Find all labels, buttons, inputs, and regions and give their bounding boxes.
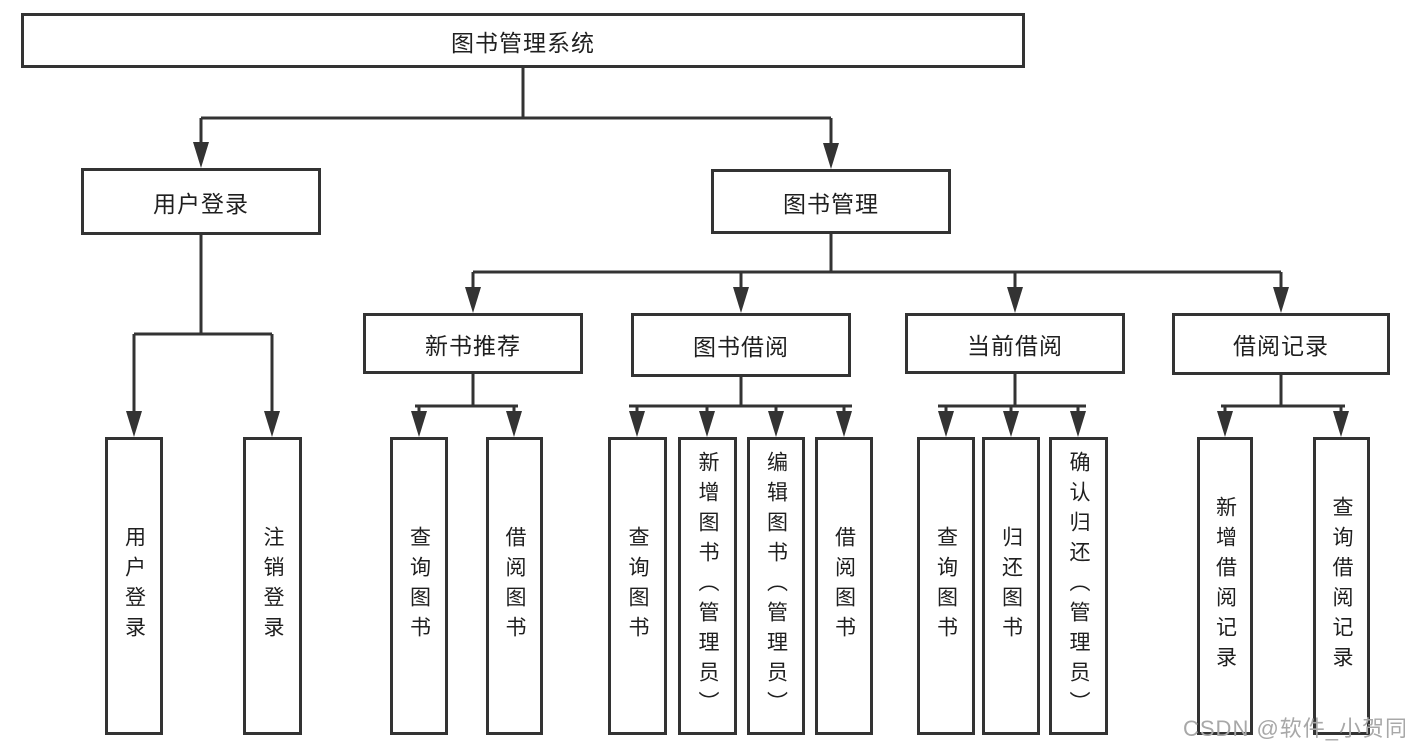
- connector-book-management: [471, 234, 1283, 289]
- arrowhead: [264, 411, 280, 437]
- connector-current-borrowing: [938, 374, 1086, 413]
- arrowhead: [836, 411, 852, 437]
- arrowhead: [938, 411, 954, 437]
- leaf-query-books-recommend: 查询图书: [390, 437, 448, 735]
- arrowhead: [126, 411, 142, 437]
- node-new-book-recommend: 新书推荐: [363, 313, 583, 374]
- connector-user-login: [132, 235, 274, 413]
- leaf-user-login: 用户登录: [105, 437, 163, 735]
- arrowhead: [1333, 411, 1349, 437]
- leaf-logout-login: 注销登录: [243, 437, 302, 735]
- arrowhead: [1007, 287, 1023, 313]
- leaf-confirm-return-admin: 确认归还（管理员）: [1049, 437, 1108, 735]
- arrowhead: [733, 287, 749, 313]
- arrowhead: [823, 143, 839, 169]
- arrowhead: [1070, 411, 1086, 437]
- node-book-borrowing: 图书借阅: [631, 313, 851, 377]
- leaf-borrow-books-recommend: 借阅图书: [486, 437, 543, 735]
- arrowhead: [699, 411, 715, 437]
- arrowhead: [411, 411, 427, 437]
- node-current-borrowing: 当前借阅: [905, 313, 1125, 374]
- csdn-watermark: CSDN @软件_小贺同学: [1183, 716, 1405, 741]
- arrowhead: [506, 411, 522, 437]
- node-borrowing-records: 借阅记录: [1172, 313, 1390, 375]
- arrowhead: [465, 287, 481, 313]
- node-user-login: 用户登录: [81, 168, 321, 235]
- connector-root-to-level2: [199, 68, 833, 145]
- leaf-return-books: 归还图书: [982, 437, 1040, 735]
- arrowhead: [193, 142, 209, 168]
- arrowhead: [1217, 411, 1233, 437]
- node-root: 图书管理系统: [21, 13, 1025, 68]
- arrowhead: [768, 411, 784, 437]
- leaf-query-books-current: 查询图书: [917, 437, 975, 735]
- arrowhead: [1273, 287, 1289, 313]
- connector-book-borrowing: [629, 377, 852, 413]
- leaf-add-books-admin: 新增图书（管理员）: [678, 437, 737, 735]
- node-book-management: 图书管理: [711, 169, 951, 234]
- leaf-add-borrow-record: 新增借阅记录: [1197, 437, 1253, 735]
- arrowhead: [1003, 411, 1019, 437]
- arrowhead: [629, 411, 645, 437]
- leaf-borrow-books: 借阅图书: [815, 437, 873, 735]
- connector-new-book-recommend: [415, 374, 518, 413]
- leaf-query-books-borrowing: 查询图书: [608, 437, 667, 735]
- leaf-edit-books-admin: 编辑图书（管理员）: [747, 437, 805, 735]
- connector-borrowing-records: [1221, 375, 1345, 413]
- leaf-query-borrow-record: 查询借阅记录: [1313, 437, 1370, 735]
